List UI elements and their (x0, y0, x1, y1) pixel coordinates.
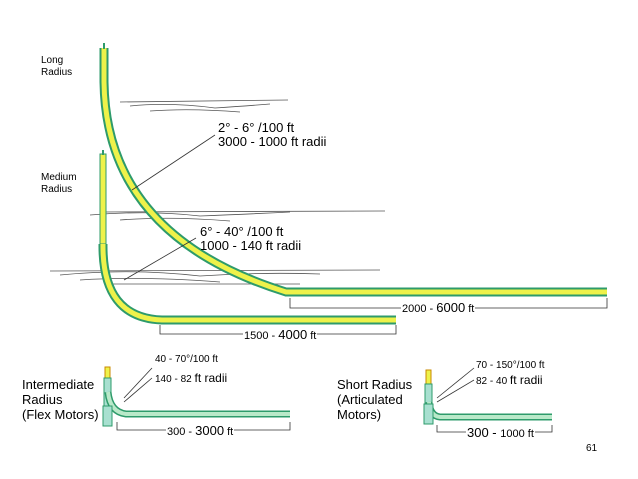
short-radius-radii: 82 - 40 ft radii (476, 373, 543, 387)
short-radius-label: Short Radius (Articulated Motors) (337, 377, 412, 422)
short-radius-well (423, 369, 552, 425)
medium-radius-length: 1500 - 4000 ft (243, 327, 318, 342)
long-radius-length: 2000 - 6000 ft (401, 300, 476, 315)
long-radius-rate: 2° - 6° /100 ft (218, 120, 295, 135)
intermediate-radius-label-line3: (Flex Motors) (22, 407, 99, 422)
intermediate-radius-label: Intermediate Radius (Flex Motors) (22, 377, 99, 422)
short-radius-length: 300 - 1000 ft (466, 425, 535, 440)
long-radius-well (99, 43, 607, 297)
medium-radius-well (98, 150, 396, 325)
leader-lines (123, 134, 475, 403)
short-radius-label-line3: Motors) (337, 407, 382, 422)
long-radius-label-line2: Radius (41, 67, 73, 78)
medium-radius-radii: 1000 - 140 ft radii (200, 238, 302, 253)
intermediate-radius-label-line2: Radius (22, 392, 63, 407)
intermediate-radius-length: 300 - 3000 ft (166, 423, 235, 438)
short-radius-label-line1: Short Radius (337, 377, 413, 392)
medium-radius-label-line1: Medium (41, 172, 77, 183)
short-radius-rate: 70 - 150°/100 ft (476, 360, 545, 371)
intermediate-radius-rate: 40 - 70°/100 ft (155, 354, 218, 365)
intermediate-radius-well (102, 366, 290, 427)
page-number: 61 (586, 443, 598, 454)
intermediate-radius-radii: 140 - 82 ft radii (155, 371, 228, 385)
medium-radius-label-line2: Radius (41, 184, 73, 195)
long-radius-annotation: 2° - 6° /100 ft 3000 - 1000 ft radii (218, 121, 326, 149)
long-radius-label: Long Radius (41, 55, 72, 79)
medium-radius-annotation: 6° - 40° /100 ft 1000 - 140 ft radii (200, 225, 301, 253)
long-radius-label-line1: Long (41, 55, 64, 66)
medium-radius-label: Medium Radius (41, 172, 77, 196)
medium-radius-rate: 6° - 40° /100 ft (200, 224, 284, 239)
intermediate-radius-label-line1: Intermediate (22, 377, 95, 392)
short-radius-label-line2: (Articulated (337, 392, 403, 407)
long-radius-radii: 3000 - 1000 ft radii (218, 134, 327, 149)
